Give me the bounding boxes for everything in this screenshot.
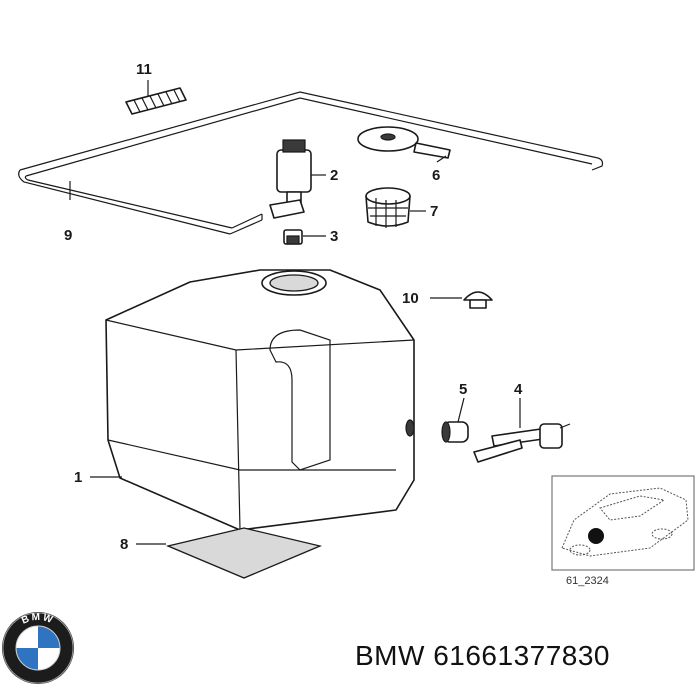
location-marker-icon bbox=[588, 528, 604, 544]
brand-part-number: BMW 61661377830 bbox=[355, 640, 611, 671]
callout-2: 2 bbox=[330, 167, 338, 184]
hose-part-9 bbox=[18, 91, 604, 235]
callout-5: 5 bbox=[459, 381, 467, 398]
callout-10: 10 bbox=[402, 290, 419, 307]
nut-part-3 bbox=[283, 229, 303, 245]
strainer-part-7 bbox=[365, 187, 411, 228]
bmw-roundel-icon: BMW bbox=[2, 612, 74, 684]
inset-frame bbox=[551, 475, 695, 571]
callout-7: 7 bbox=[430, 203, 438, 220]
callout-1: 1 bbox=[74, 469, 82, 486]
callout-labels: 11 2 3 6 7 10 9 1 8 5 4 bbox=[64, 61, 523, 553]
leader-5 bbox=[457, 397, 465, 423]
callout-3: 3 bbox=[330, 228, 338, 245]
callout-6: 6 bbox=[432, 167, 440, 184]
callout-11: 11 bbox=[136, 61, 152, 78]
logo-blue-quadrant bbox=[38, 626, 60, 648]
logo-letters: BMW bbox=[20, 612, 56, 627]
pump-part-2 bbox=[269, 139, 312, 219]
car-outline-icon bbox=[561, 487, 689, 557]
grommet-part-5 bbox=[441, 421, 469, 443]
logo-blue-quadrant bbox=[16, 648, 38, 670]
leader-lines bbox=[69, 80, 521, 545]
cap-part-6 bbox=[357, 126, 451, 159]
tank-part-1 bbox=[105, 269, 415, 531]
leader-6 bbox=[436, 155, 447, 163]
callout-4: 4 bbox=[514, 381, 523, 398]
inset-ref-code: 61_2324 bbox=[566, 575, 609, 587]
callout-9: 9 bbox=[64, 227, 72, 244]
spring-sleeve-part-11 bbox=[125, 87, 187, 115]
callout-8: 8 bbox=[120, 536, 128, 553]
grommet-part-10 bbox=[463, 291, 493, 309]
pad-part-8 bbox=[165, 527, 323, 579]
sensor-part-4 bbox=[473, 423, 571, 463]
car-locator-inset: 61_2324 bbox=[551, 475, 695, 587]
